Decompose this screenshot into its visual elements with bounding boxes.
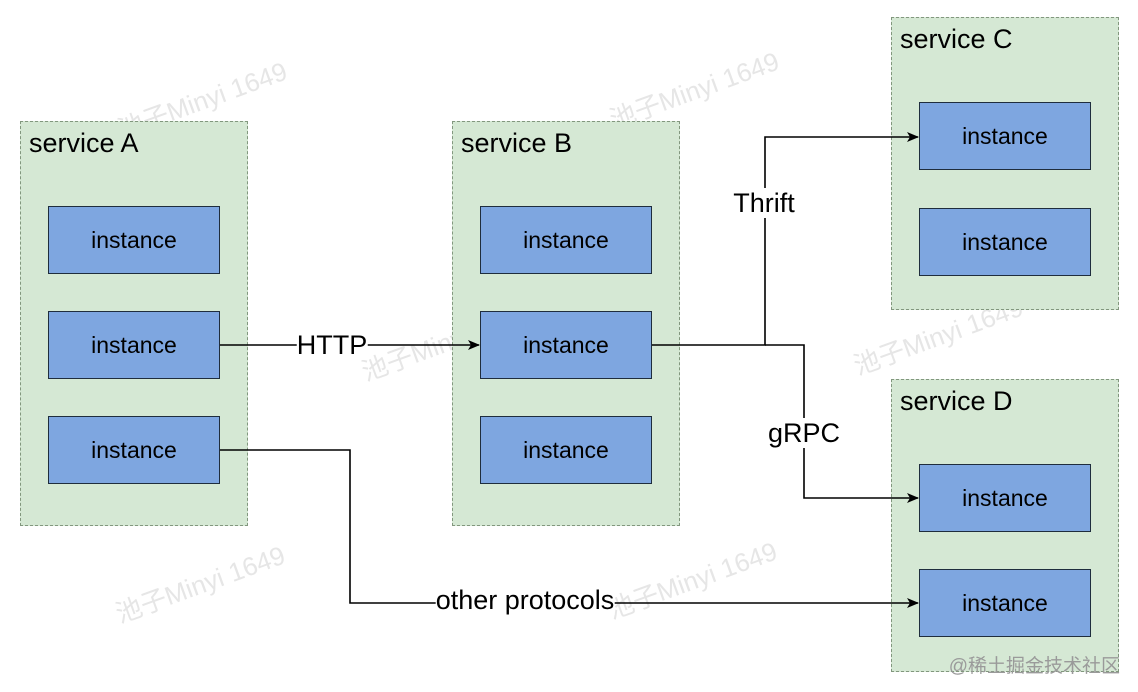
- thrift-label: Thrift: [733, 188, 795, 218]
- service-c-title: service C: [900, 24, 1013, 54]
- footer-attribution: @稀土掘金技术社区: [948, 656, 1120, 677]
- service-a-instance-1[interactable]: instance: [48, 206, 220, 274]
- service-d-instance-2[interactable]: instance: [919, 569, 1091, 637]
- thrift-connector: [652, 132, 919, 346]
- service-b-instance-1[interactable]: instance: [480, 206, 652, 274]
- watermark: 池子Minyi 1649: [111, 539, 290, 629]
- service-a-instance-3[interactable]: instance: [48, 416, 220, 484]
- service-a-title: service A: [29, 128, 139, 158]
- service-b-instance-3[interactable]: instance: [480, 416, 652, 484]
- service-b-instance-2[interactable]: instance: [480, 311, 652, 379]
- other-protocols-label: other protocols: [435, 585, 615, 615]
- service-c-instance-2[interactable]: instance: [919, 208, 1091, 276]
- service-a-instance-2[interactable]: instance: [48, 311, 220, 379]
- service-b-title: service B: [461, 128, 573, 158]
- grpc-label: gRPC: [767, 418, 841, 448]
- watermark: 池子Minyi 1649: [603, 535, 782, 625]
- service-c-instance-1[interactable]: instance: [919, 102, 1091, 170]
- service-d-title: service D: [900, 386, 1013, 416]
- service-d-instance-1[interactable]: instance: [919, 464, 1091, 532]
- http-label: HTTP: [296, 330, 368, 360]
